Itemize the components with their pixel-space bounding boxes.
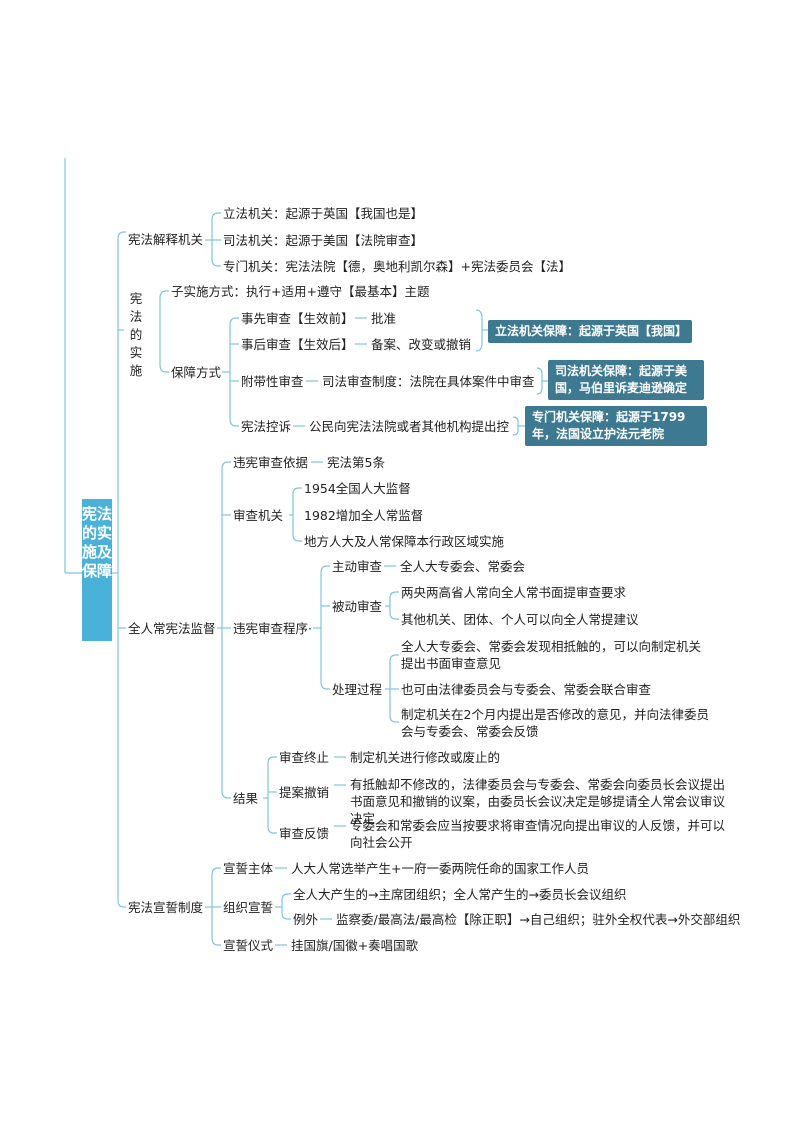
handling-process[interactable]: 处理过程 [332,682,383,697]
oath-organization[interactable]: 组织宣誓 [223,900,274,915]
handling-process-item[interactable]: 制定机关在2个月内提出是否修改的意见，并向法律委员会与专委会、常委会反馈 [401,707,709,739]
oath-ceremony-detail[interactable]: 挂国旗/国徽+奏唱国歌 [291,938,419,953]
active-review[interactable]: 主动审查 [332,559,383,574]
constitutional-complaint-detail[interactable]: 公民向宪法法院或者其他机构提出控 [309,419,510,434]
prior-review-detail[interactable]: 批准 [371,311,397,326]
review-organ-item[interactable]: 地方人大及人常保障本行政区域实施 [304,534,505,549]
review-termination-detail[interactable]: 制定机关进行修改或废止的 [350,750,501,765]
oath-organization-detail[interactable]: 全人大产生的→主席团组织；全人常产生的→委员长会议组织 [293,887,627,902]
post-review[interactable]: 事后审查【生效后】 [241,337,354,352]
incidental-review[interactable]: 附带性审查 [241,374,304,389]
impl-label[interactable]: 宪法的实施 [129,291,143,378]
interp-label[interactable]: 宪法解释机关 [128,232,204,247]
passive-review-item[interactable]: 两央两高省人常向全人常书面提审查要求 [401,585,627,600]
review-procedure[interactable]: 违宪审查程序· [233,621,312,636]
prior-review[interactable]: 事先审查【生效前】 [241,311,354,326]
interp-item-special[interactable]: 专门机关：宪法法院【德，奥地利凯尔森】+宪法委员会【法】 [223,259,571,274]
review-termination[interactable]: 审查终止 [279,750,330,765]
oath-subject-detail[interactable]: 人大人常选举产生+一府一委两院任命的国家工作人员 [291,861,589,876]
review-basis-detail[interactable]: 宪法第5条 [327,455,385,470]
oath-exception[interactable]: 例外 [293,912,319,927]
active-review-detail[interactable]: 全人大专委会、常委会 [400,559,526,574]
interp-item-legislative[interactable]: 立法机关：起源于英国【我国也是】 [223,206,424,221]
review-organ-item[interactable]: 1954全国人大监督 [304,481,411,496]
impl-sub-method[interactable]: 子实施方式：执行+适用+遵守【最基本】主题 [171,284,430,299]
callout-judicial[interactable]: 司法机关保障：起源于美国，马伯里诉麦迪逊确定 [548,360,704,400]
oath-subject[interactable]: 宣誓主体 [223,861,274,876]
root-topic[interactable]: 宪法的实施及保障 [82,499,112,641]
oath-exception-detail[interactable]: 监察委/最高法/最高检【除正职】→自己组织；驻外全权代表→外交部组织 [336,912,741,927]
npc-label[interactable]: 全人常宪法监督 [128,621,216,636]
interp-item-judicial[interactable]: 司法机关：起源于美国【法院审查】 [223,233,424,248]
guarantee-label[interactable]: 保障方式 [171,365,222,380]
passive-review-item[interactable]: 其他机关、团体、个人可以向全人常提建议 [401,612,639,627]
proposal-revocation-detail[interactable]: 有抵触却不修改的，法律委员会与专委会、常委会向委员长会议提出书面意见和撤销的议案… [350,777,726,826]
proposal-revocation[interactable]: 提案撤销 [279,785,330,800]
handling-process-item[interactable]: 也可由法律委员会与专委会、常委会联合审查 [401,682,652,697]
review-feedback[interactable]: 审查反馈 [279,826,330,841]
incidental-review-detail[interactable]: 司法审查制度：法院在具体案件中审查 [322,374,535,389]
review-basis[interactable]: 违宪审查依据 [233,455,309,470]
handling-process-item[interactable]: 全人大专委会、常委会发现相抵触的，可以向制定机关提出书面审查意见 [401,639,702,671]
review-feedback-detail[interactable]: 专委会和常委会应当按要求将审查情况向提出审议的人反馈，并可以向社会公开 [350,818,726,850]
callout-legislative[interactable]: 立法机关保障：起源于英国【我国】 [488,320,692,343]
review-organ[interactable]: 审查机关 [233,508,284,523]
post-review-detail[interactable]: 备案、改变或撤销 [371,337,472,352]
constitutional-complaint[interactable]: 宪法控诉 [241,419,292,434]
oath-label[interactable]: 宪法宣誓制度 [128,900,204,915]
result-label[interactable]: 结果 [233,791,259,806]
callout-special[interactable]: 专门机关保障：起源于1799年，法国设立护法元老院 [525,406,707,446]
passive-review[interactable]: 被动审查 [332,599,383,614]
oath-ceremony[interactable]: 宣誓仪式 [223,938,274,953]
review-organ-item[interactable]: 1982增加全人常监督 [304,508,424,523]
